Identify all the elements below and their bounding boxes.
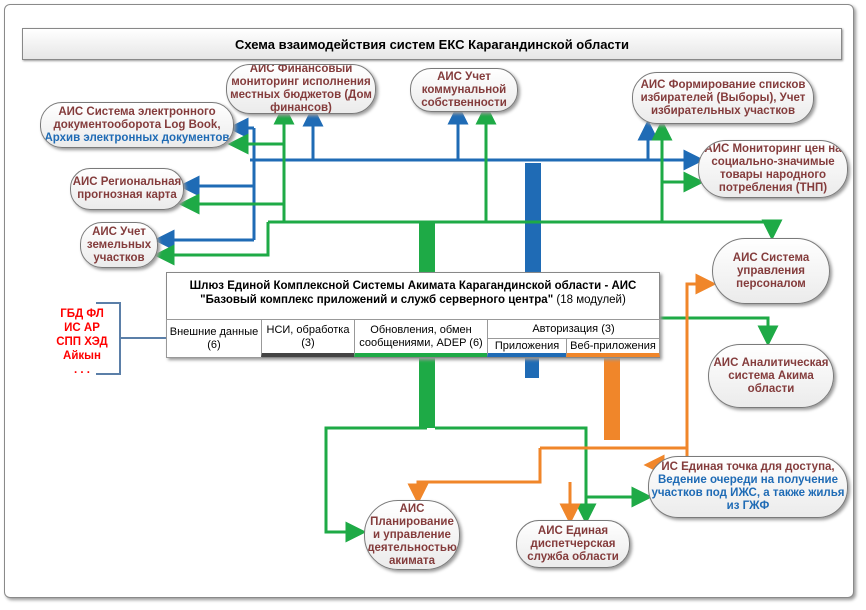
module-external-data-count: (6) (207, 338, 221, 351)
green-link-land (153, 222, 270, 266)
node-hr-label: АИС Система управления персоналом (732, 251, 810, 290)
orange-link-hr (685, 273, 717, 448)
node-finance: АИС Финансовый мониторинг исполнения мес… (226, 64, 376, 114)
node-log-book-label: АИС Система электронного документооборот… (53, 105, 221, 131)
node-planning-label: АИС Планирование и управление деятельнос… (367, 502, 457, 567)
module-updates: Обновления, обмен сообщениями, ADEP (6) (354, 319, 488, 357)
diagram-title: Схема взаимодействия систем ЕКС Караганд… (22, 28, 842, 60)
node-elections-label: АИС Формирование списков избирателей (Вы… (640, 78, 806, 117)
module-web-label: Веб-приложения (570, 339, 656, 352)
node-dispatch: АИС Единая диспетчерская служба области (516, 520, 630, 568)
module-apps: Приложения (487, 338, 567, 357)
node-log-book: АИС Система электронного документооборот… (40, 102, 234, 148)
node-land-registry: АИС Учет земельных участков (80, 222, 158, 268)
node-utilities-label: АИС Учет коммунальной собственности (421, 70, 507, 109)
blue-trunk-top (525, 163, 541, 272)
external-source: Айкын (63, 350, 101, 362)
green-trunk-bottom (419, 356, 435, 428)
module-apps-label: Приложения (494, 339, 560, 352)
gateway-title: Шлюз Единой Комплексной Системы Акимата … (167, 279, 659, 307)
orange-link-planning (407, 448, 542, 505)
module-nsi-label: НСИ, обработка (266, 323, 350, 336)
module-updates-count: (6) (469, 336, 483, 349)
green-link-dispatch (435, 426, 597, 525)
node-single-point: ИС Единая точка для доступа,Ведение очер… (648, 456, 848, 518)
module-external-data-label: Внешние данные (169, 325, 259, 338)
node-single-point-queue: Ведение очереди на получение участков по… (651, 474, 845, 512)
node-analytics: АИС Аналитическая система Акима области (708, 344, 834, 408)
module-web: Веб-приложения (566, 338, 660, 357)
module-auth: Авторизация (3) (487, 319, 660, 339)
module-nsi-count: (3) (301, 336, 315, 349)
node-single-point-label: ИС Единая точка для доступа, (661, 461, 835, 473)
node-hr: АИС Система управления персоналом (712, 238, 830, 304)
external-source: ГБД ФЛ (60, 308, 104, 320)
blue-trunk-bottom (525, 356, 539, 378)
module-updates-label: Обновления, обмен сообщениями, ADEP (359, 323, 472, 349)
gateway-module-count: (18 модулей) (556, 294, 626, 306)
node-prices-label: АИС Мониторинг цен на социально-значимые… (704, 143, 842, 194)
external-sources-list: ГБД ФЛ ИС АР СПП ХЭД Айкын . . . (52, 307, 112, 377)
node-prices: АИС Мониторинг цен на социально-значимые… (698, 140, 848, 198)
green-trunk-top (419, 222, 435, 272)
module-nsi: НСИ, обработка(3) (261, 319, 355, 357)
node-dispatch-label: АИС Единая диспетчерская служба области (527, 524, 619, 563)
node-elections: АИС Формирование списков избирателей (Вы… (632, 72, 814, 124)
orange-trunk-bottom (604, 356, 620, 440)
node-utilities: АИС Учет коммунальной собственности (410, 68, 518, 112)
green-link-planning (324, 426, 427, 543)
external-source: ИС АР (64, 322, 100, 334)
node-forecast-map-label: АИС Региональная прогнозная карта (72, 176, 182, 201)
external-source: . . . (74, 364, 90, 376)
module-auth-count: (3) (601, 322, 615, 335)
node-planning: АИС Планирование и управление деятельнос… (364, 500, 460, 570)
module-external-data: Внешние данные(6) (166, 319, 262, 358)
gateway-box: Шлюз Единой Комплексной Системы Акимата … (166, 272, 660, 358)
external-source: СПП ХЭД (56, 336, 108, 348)
node-land-registry-label: АИС Учет земельных участков (86, 225, 152, 264)
node-log-book-archive: Архив электронных документов (44, 131, 230, 144)
module-auth-label: Авторизация (532, 322, 599, 335)
gateway-title-text: Шлюз Единой Комплексной Системы Акимата … (189, 280, 637, 306)
node-analytics-label: АИС Аналитическая система Акима области (713, 356, 829, 395)
node-forecast-map: АИС Региональная прогнозная карта (70, 168, 184, 210)
green-bus-main (268, 219, 783, 241)
node-finance-label: АИС Финансовый мониторинг исполнения мес… (230, 64, 372, 114)
